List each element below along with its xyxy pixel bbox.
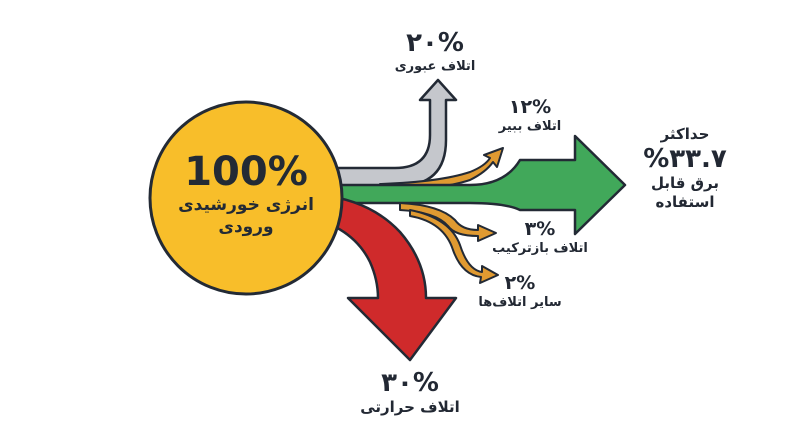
other-percent: ۲% [504,272,536,294]
other-flow [409,209,499,284]
output-label-line2: استفاده [655,193,715,211]
transmission-percent: ۲۰% [406,28,464,58]
useful-flow [328,134,627,236]
input-label: 100% انرژی خورشیدی ورودی [150,150,342,238]
chlorophyll-label: ۱۲% اتلاف ببیر [490,96,570,135]
thermal-percent: ۳۰% [381,368,439,398]
thermal-text: اتلاف حرارتی [360,398,460,416]
input-label-line1: انرژی خورشیدی [178,195,314,215]
transmission-text: اتلاف عبوری [394,59,476,74]
input-label-line2: ورودی [218,217,274,237]
other-label: ۲% سایر اتلاف‌ها [470,272,570,311]
transmission-label: ۲۰% اتلاف عبوری [380,28,490,75]
output-percent: %۳۳.۷ [643,144,727,174]
input-percent: 100% [184,149,308,195]
chlorophyll-text: اتلاف ببیر [498,119,562,134]
recombination-percent: ۳% [524,218,556,240]
thermal-flow [298,193,458,362]
chlorophyll-percent: ۱۲% [508,96,552,118]
output-label: حداکثر %۳۳.۷ برق قابل استفاده [620,125,750,212]
input-circle [148,100,344,296]
output-label-line1: برق قابل [650,174,720,192]
other-text: سایر اتلاف‌ها [478,295,562,310]
output-title: حداکثر [660,125,710,143]
thermal-label: ۳۰% اتلاف حرارتی [345,368,475,417]
recombination-text: اتلاف بازترکیب [492,241,588,256]
recombination-label: ۳% اتلاف بازترکیب [490,218,590,257]
recombination-flow [399,202,497,242]
transmission-flow [328,78,458,188]
